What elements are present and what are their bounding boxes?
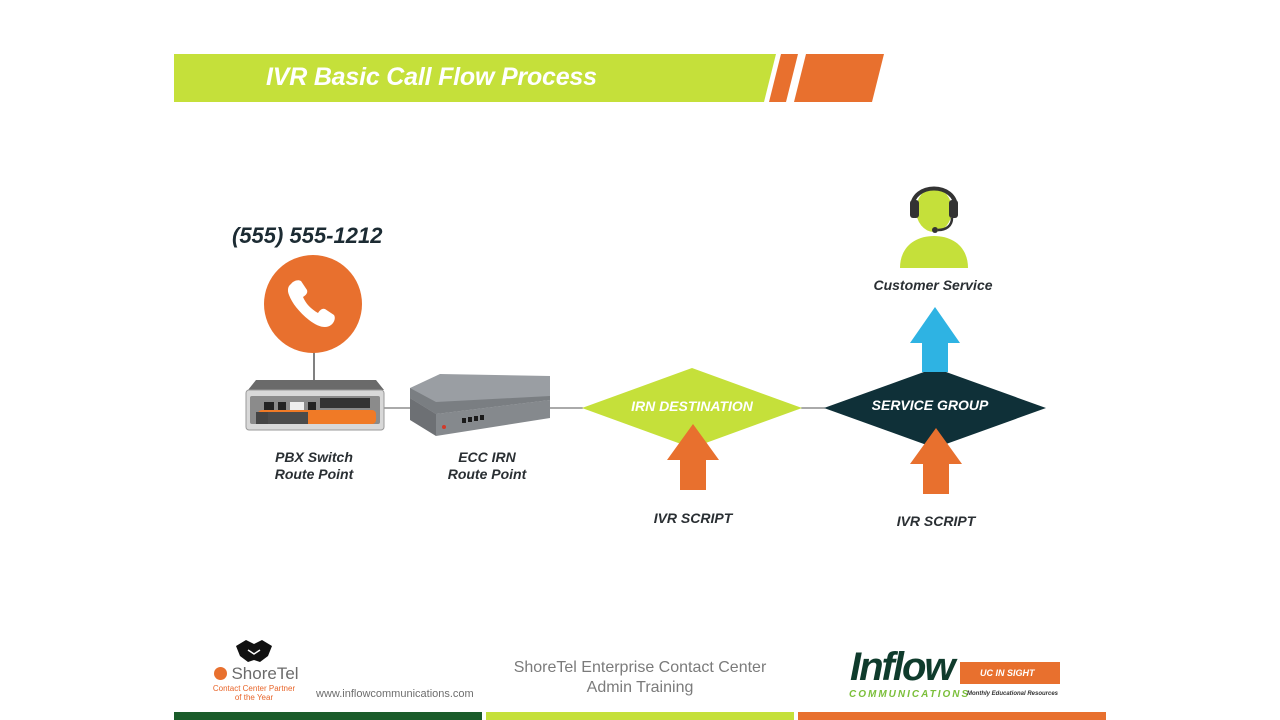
ivr-script-arrow-1 bbox=[667, 424, 719, 490]
footer-course-line1: ShoreTel Enterprise Contact Center bbox=[513, 659, 767, 676]
ivr-script-label-2: IVR SCRIPT bbox=[896, 513, 976, 529]
inflow-tagline: Monthly Educational Resources bbox=[967, 691, 1059, 697]
uc-in-sight-badge: UC IN SIGHT bbox=[960, 662, 1060, 684]
irn-destination-diamond bbox=[582, 368, 802, 448]
footer-bar-orange bbox=[798, 712, 1106, 720]
pbx-label-line2: Route Point bbox=[274, 466, 354, 482]
ecc-label: ECC IRN Route Point bbox=[427, 449, 547, 483]
inflow-logo-word: Inflow bbox=[850, 645, 956, 689]
pbx-label-line1: PBX Switch bbox=[275, 449, 353, 465]
shoretel-logo: ShoreTel bbox=[214, 664, 299, 684]
footer-url[interactable]: www.inflowcommunications.com bbox=[316, 688, 474, 700]
footer-bar-green bbox=[174, 712, 482, 720]
customer-service-label: Customer Service bbox=[873, 277, 993, 293]
ecc-server-icon bbox=[410, 374, 550, 436]
ivr-script-arrow-2 bbox=[910, 428, 962, 494]
shoretel-brand: ShoreTel bbox=[231, 664, 299, 683]
phone-icon bbox=[264, 255, 362, 353]
handshake-icon bbox=[236, 640, 272, 662]
footer-course-title: ShoreTel Enterprise Contact Center Admin… bbox=[490, 658, 790, 698]
shoretel-award: Contact Center Partner of the Year bbox=[204, 684, 304, 702]
ivr-script-label-1: IVR SCRIPT bbox=[653, 510, 733, 526]
title-banner bbox=[174, 54, 884, 102]
footer-bar-lime bbox=[486, 712, 794, 720]
shoretel-swirl-icon bbox=[214, 667, 227, 680]
headset-agent-icon bbox=[900, 186, 968, 268]
service-group-label: SERVICE GROUP bbox=[871, 397, 989, 413]
ecc-label-line2: Route Point bbox=[447, 466, 527, 482]
shoretel-award-line1: Contact Center Partner bbox=[212, 684, 296, 693]
pbx-switch-icon bbox=[245, 380, 385, 431]
pbx-label: PBX Switch Route Point bbox=[254, 449, 374, 483]
shoretel-award-line2: of the Year bbox=[234, 693, 274, 702]
customer-service-arrow bbox=[910, 307, 960, 372]
ecc-label-line1: ECC IRN bbox=[458, 449, 516, 465]
irn-destination-label: IRN DESTINATION bbox=[631, 398, 753, 414]
slide-title: IVR Basic Call Flow Process bbox=[266, 63, 597, 91]
service-group-diamond bbox=[824, 368, 1046, 448]
footer-course-line2: Admin Training bbox=[586, 679, 694, 696]
phone-number: (555) 555-1212 bbox=[232, 223, 383, 248]
inflow-logo-sub: COMMUNICATIONS bbox=[849, 689, 971, 700]
call-flow-diagram bbox=[245, 186, 1046, 494]
